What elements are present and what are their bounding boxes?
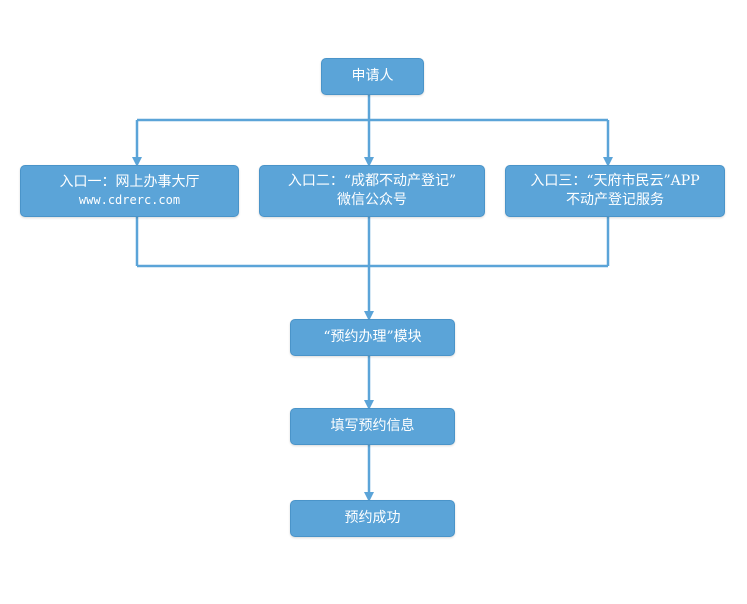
node-entry1-url: www.cdrerc.com (78, 193, 181, 207)
node-entry1-title: 入口一：网上办事大厅 (59, 174, 200, 190)
node-entry3-title: 入口三：“天府市民云”APP (530, 173, 700, 189)
node-entry2: 入口二：“成都不动产登记” 微信公众号 (259, 165, 485, 217)
node-entry2-subtitle: 微信公众号 (337, 192, 407, 208)
node-appointment-module-label: “预约办理”模块 (323, 329, 422, 345)
node-applicant: 申请人 (321, 58, 424, 95)
node-entry3: 入口三：“天府市民云”APP 不动产登记服务 (505, 165, 725, 217)
node-entry2-title: 入口二：“成都不动产登记” (287, 173, 457, 189)
node-fill-info: 填写预约信息 (290, 408, 455, 445)
node-entry3-subtitle: 不动产登记服务 (566, 192, 664, 208)
node-applicant-label: 申请人 (351, 68, 394, 84)
node-entry1: 入口一：网上办事大厅 www.cdrerc.com (20, 165, 239, 217)
node-fill-info-label: 填写预约信息 (330, 418, 415, 434)
node-appointment-module: “预约办理”模块 (290, 319, 455, 356)
node-success: 预约成功 (290, 500, 455, 537)
node-success-label: 预约成功 (344, 510, 401, 526)
